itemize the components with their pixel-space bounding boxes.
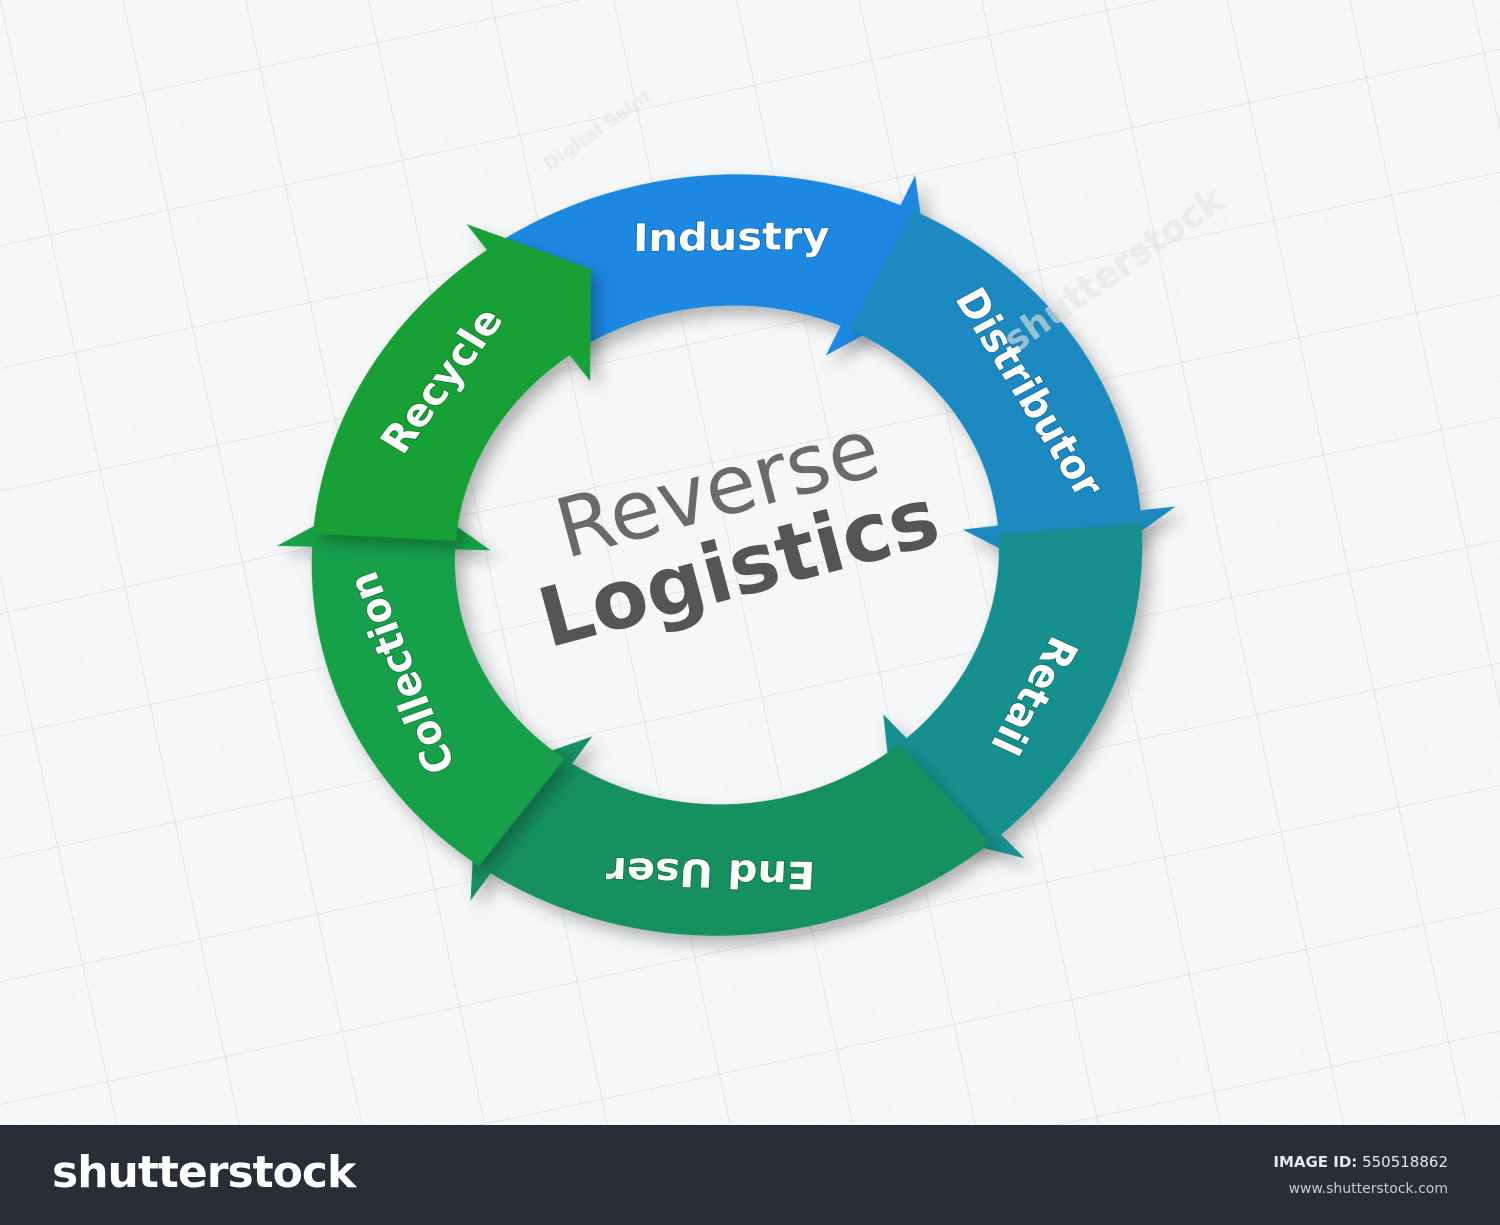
cycle-arrow-recycle (313, 224, 592, 541)
footer-logo: shutterstock (52, 1147, 356, 1198)
cycle-arrow-distributor (849, 210, 1176, 584)
cycle-arrow-industry (498, 174, 933, 356)
step-label-end-user: End User (605, 848, 817, 896)
footer-bar: shutterstock IMAGE ID: 550518862 www.shu… (0, 1125, 1500, 1225)
cycle-arrow-end-user (470, 736, 991, 936)
image-id-label: IMAGE ID: (1273, 1153, 1358, 1171)
footer-site: www.shutterstock.com (1288, 1181, 1448, 1197)
image-id-value: 550518862 (1362, 1153, 1448, 1171)
cycle-arrow-retail (883, 523, 1143, 859)
cycle-arrow-collection (276, 482, 565, 866)
step-label-industry: Industry (633, 214, 830, 260)
image-id: IMAGE ID: 550518862 (1273, 1153, 1448, 1171)
